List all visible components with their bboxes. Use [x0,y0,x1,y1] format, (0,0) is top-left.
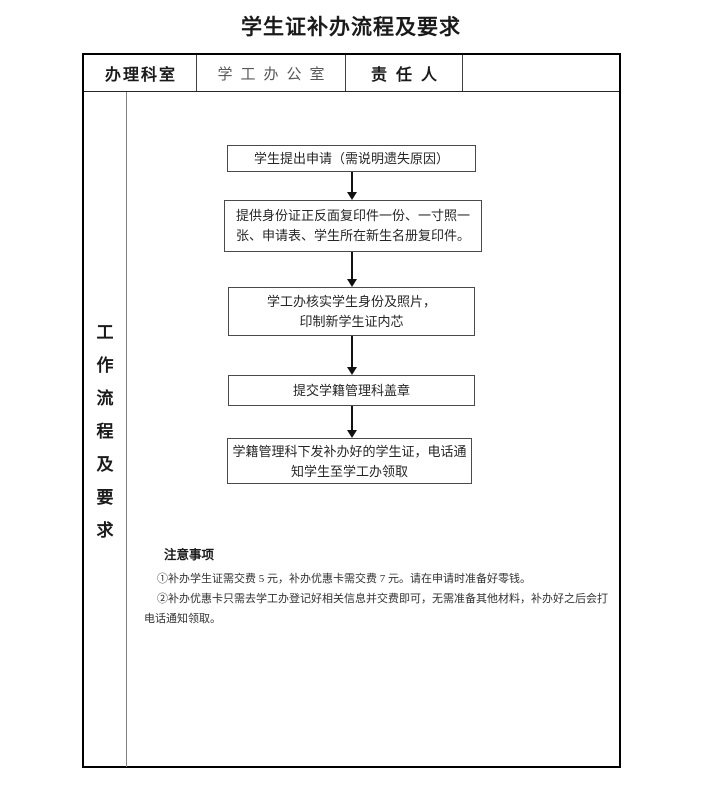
side-label-char: 作 [96,356,114,375]
flow-step-3-line: 印制新学生证内芯 [299,314,404,329]
flow-step-1: 学生提出申请（需说明遗失原因） [227,145,476,172]
flow-step-5-line: 知学生至学工办领取 [290,464,408,479]
header-cell-person-label: 责任人 [346,55,463,91]
flow-step-3-line: 学工办核实学生身份及照片， [266,294,436,309]
flow-arrow-down-icon [347,406,357,438]
table-header-row: 办理科室 学工办公室 责任人 [84,55,619,92]
arrow-shaft [351,172,353,193]
arrow-head [347,367,357,375]
table-body-row: 工 作 流 程 及 要 求 学生提出申请（需说明遗失原因） 提供身份证正反面复印… [84,92,619,767]
note-item-1: ①补办学生证需交费 5 元，补办优惠卡需交费 7 元。请在申请时准备好零钱。 [157,573,531,585]
side-label-char: 工 [96,323,114,342]
arrow-shaft [351,406,353,431]
flow-arrow-down-icon [347,172,357,200]
arrow-shaft [351,336,353,368]
flow-step-2: 提供身份证正反面复印件一份、一寸照一 张、申请表、学生所在新生名册复印件。 [224,200,482,252]
side-label-char: 及 [96,455,114,474]
form-table: 办理科室 学工办公室 责任人 工 作 流 程 及 要 求 学生提出申请（需说明遗… [82,53,621,768]
notes-section: 注意事项 ①补办学生证需交费 5 元，补办优惠卡需交费 7 元。请在申请时准备好… [144,547,608,629]
page-title: 学生证补办流程及要求 [241,15,461,39]
arrow-head [347,279,357,287]
flow-step-5-line: 学籍管理科下发补办好的学生证，电话通 [232,444,467,459]
flow-step-5: 学籍管理科下发补办好的学生证，电话通 知学生至学工办领取 [227,438,472,484]
note-item-2: ②补办优惠卡只需去学工办登记好相关信息并交费即可，无需准备其他材料，补办好之后会… [144,593,608,625]
flow-step-3: 学工办核实学生身份及照片， 印制新学生证内芯 [228,287,475,336]
flow-step-4-line: 提交学籍管理科盖章 [292,383,410,398]
notes-heading: 注意事项 [164,548,215,562]
flow-step-4: 提交学籍管理科盖章 [228,375,475,406]
flowchart-area: 学生提出申请（需说明遗失原因） 提供身份证正反面复印件一份、一寸照一 张、申请表… [127,92,619,767]
side-label-char: 求 [96,521,114,540]
arrow-head [347,430,357,438]
flow-arrow-down-icon [347,336,357,375]
header-cell-person-value [463,55,619,91]
arrow-head [347,192,357,200]
side-label-char: 流 [96,389,114,408]
side-label-char: 程 [96,422,114,441]
arrow-shaft [351,252,353,280]
side-label-column: 工 作 流 程 及 要 求 [84,92,127,767]
flow-step-1-line: 学生提出申请（需说明遗失原因） [253,151,449,166]
flow-step-2-line: 张、申请表、学生所在新生名册复印件。 [236,228,471,243]
flow-arrow-down-icon [347,252,357,287]
side-label-char: 要 [96,488,114,507]
flow-step-2-line: 提供身份证正反面复印件一份、一寸照一 [236,208,471,223]
header-cell-office-label: 办理科室 [84,55,197,91]
header-cell-office-value: 学工办公室 [197,55,346,91]
